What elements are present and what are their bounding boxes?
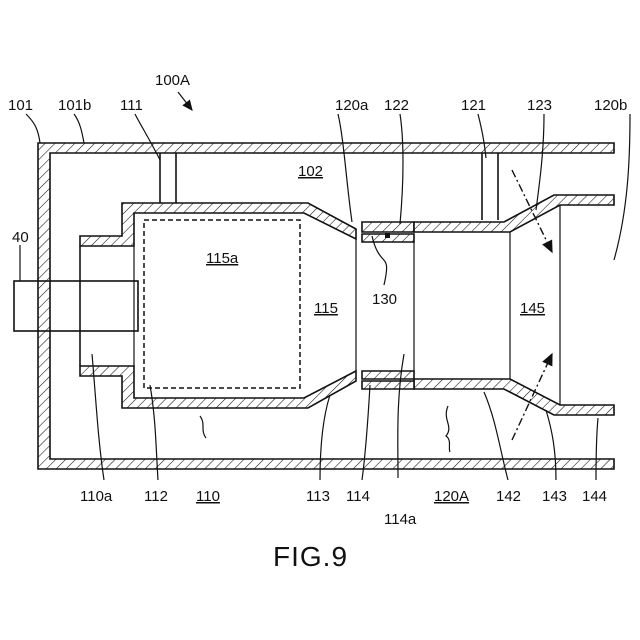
label-114: 114 [346,488,370,505]
label-144: 144 [582,488,607,505]
label-101b: 101b [58,97,91,114]
label-113: 113 [306,488,330,505]
label-120A: 120A [434,488,469,505]
figure-caption: FIG.9 [273,541,348,572]
nozzle-upper-wall [362,195,614,242]
shaft [14,281,138,331]
label-114a: 114a [384,511,417,528]
label-120a: 120a [335,97,369,114]
label-115a: 115a [206,250,239,267]
label-102: 102 [298,163,323,180]
label-110: 110 [196,488,220,505]
label-101: 101 [8,97,33,114]
label-120b: 120b [594,97,627,114]
label-143: 143 [542,488,567,505]
label-100A: 100A [155,72,190,89]
container-lower-wall [80,366,356,408]
label-110a: 110a [80,488,113,505]
leader-lines [20,114,630,480]
label-130: 130 [372,291,397,308]
label-111: 111 [120,97,143,114]
chamber-115a-outline [144,220,300,388]
label-122: 122 [384,97,409,114]
label-123: 123 [527,97,552,114]
label-121: 121 [461,97,486,114]
label-142: 142 [496,488,521,505]
label-145: 145 [520,300,545,317]
label-115: 115 [314,300,338,317]
seal-marker [385,233,390,238]
label-40: 40 [12,229,29,246]
container-upper-wall [80,203,356,246]
label-112: 112 [144,488,168,505]
